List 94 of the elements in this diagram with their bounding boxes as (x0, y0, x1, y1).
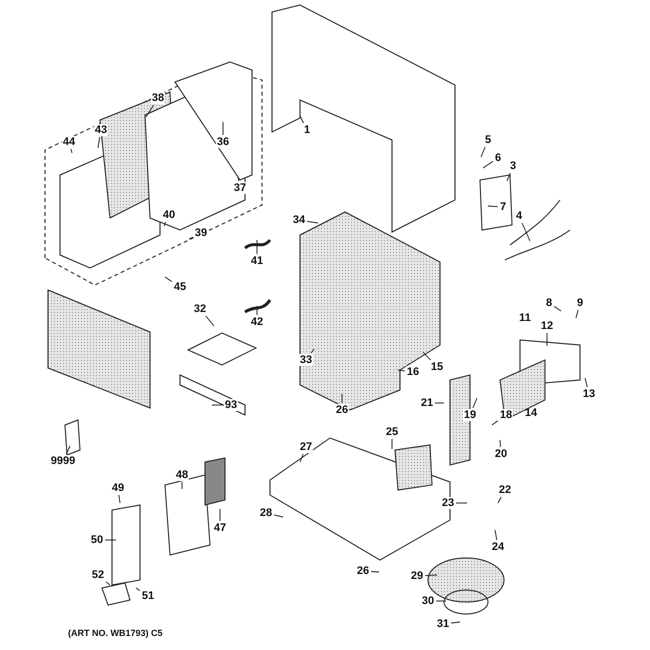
callout-number: 42 (250, 316, 264, 328)
leader-line (300, 116, 304, 124)
callout-number: 25 (384, 426, 400, 438)
leader-line (498, 496, 502, 504)
leader-line (434, 402, 444, 404)
leader-line (98, 136, 100, 148)
leader-line (398, 370, 406, 372)
callout-number: 1 (302, 124, 312, 136)
leader-line (488, 206, 498, 208)
callout-number: 9999 (50, 455, 76, 467)
callout-number: 16 (406, 366, 420, 378)
callout-number: 93 (224, 399, 238, 411)
callout-number: 3 (508, 160, 518, 172)
leader-line (436, 600, 446, 602)
callout-number: 36 (216, 136, 230, 148)
leader-line (164, 276, 172, 282)
callout-number: 12 (540, 320, 554, 332)
callout-number: 15 (430, 361, 444, 373)
callout-number: 26 (356, 565, 370, 577)
leader-line (506, 172, 511, 182)
callout-number: 22 (498, 484, 512, 496)
callout-number: 21 (420, 397, 434, 409)
leader-line (554, 306, 562, 312)
leader-line (494, 530, 498, 540)
leader-line (472, 398, 478, 408)
leader-line (256, 306, 258, 316)
leader-line (480, 146, 486, 158)
callout-number: 40 (162, 209, 176, 221)
leader-line (370, 571, 380, 572)
callout-number: 33 (298, 354, 314, 366)
leader-line (212, 404, 224, 406)
leader-line (584, 378, 588, 388)
callout-number: 32 (192, 303, 208, 315)
art-number-note: (ART NO. WB1793) C5 (68, 628, 163, 638)
callout-number: 19 (462, 409, 478, 421)
leader-line (205, 316, 214, 326)
callout-number: 14 (524, 407, 538, 419)
leader-line (256, 240, 258, 254)
callout-number: 52 (90, 569, 106, 581)
callout-number: 5 (484, 134, 492, 146)
leader-line (118, 494, 120, 504)
callout-number: 43 (94, 124, 108, 136)
leader-line (70, 148, 72, 154)
leader-line (306, 220, 318, 224)
callout-number: 24 (490, 541, 506, 553)
callout-number: 49 (110, 482, 126, 494)
callout-number: 23 (440, 497, 456, 509)
leader-line (136, 588, 140, 592)
leader-line (492, 420, 498, 426)
leader-line (310, 348, 314, 354)
callout-number: 11 (518, 312, 532, 324)
leader-line (222, 122, 224, 136)
leader-line (164, 222, 166, 226)
callout-number: 18 (498, 409, 514, 421)
callout-number: 4 (514, 210, 524, 222)
callout-number: 38 (150, 92, 166, 104)
callout-number: 20 (494, 448, 508, 460)
callout-number: 51 (140, 590, 156, 602)
callout-number: 28 (258, 507, 274, 519)
leader-line (546, 332, 548, 346)
leader-line (576, 310, 579, 318)
callout-number: 48 (174, 469, 190, 481)
leader-line (66, 446, 70, 454)
callout-number: 30 (420, 595, 436, 607)
callout-number: 7 (498, 201, 508, 213)
callout-number: 13 (582, 388, 596, 400)
callout-number: 27 (298, 441, 314, 453)
leader-line (456, 502, 468, 504)
callout-number: 34 (292, 214, 306, 226)
leader-line (146, 104, 154, 118)
leader-line (422, 352, 431, 360)
callout-number: 47 (212, 522, 228, 534)
callout-number: 39 (194, 227, 208, 239)
callout-number: 8 (544, 297, 554, 309)
leader-line (450, 622, 460, 624)
callout-number: 26 (334, 404, 350, 416)
callout-number: 9 (576, 297, 584, 309)
callout-number: 29 (410, 570, 424, 582)
leader-line (300, 454, 304, 462)
leader-line (482, 160, 494, 168)
callout-number: 31 (436, 618, 450, 630)
callout-number: 44 (62, 136, 76, 148)
callout-number: 6 (494, 152, 502, 164)
leader-line (424, 574, 438, 576)
leader-line (238, 176, 240, 182)
leader-line (522, 222, 530, 242)
callout-number: 41 (250, 255, 264, 267)
leader-line (274, 514, 284, 518)
callout-number: 50 (90, 534, 104, 546)
callout-number: 37 (232, 182, 248, 194)
leader-line (188, 236, 194, 240)
leader-line (106, 581, 110, 586)
callout-number: 45 (172, 281, 188, 293)
leader-line (500, 440, 501, 448)
